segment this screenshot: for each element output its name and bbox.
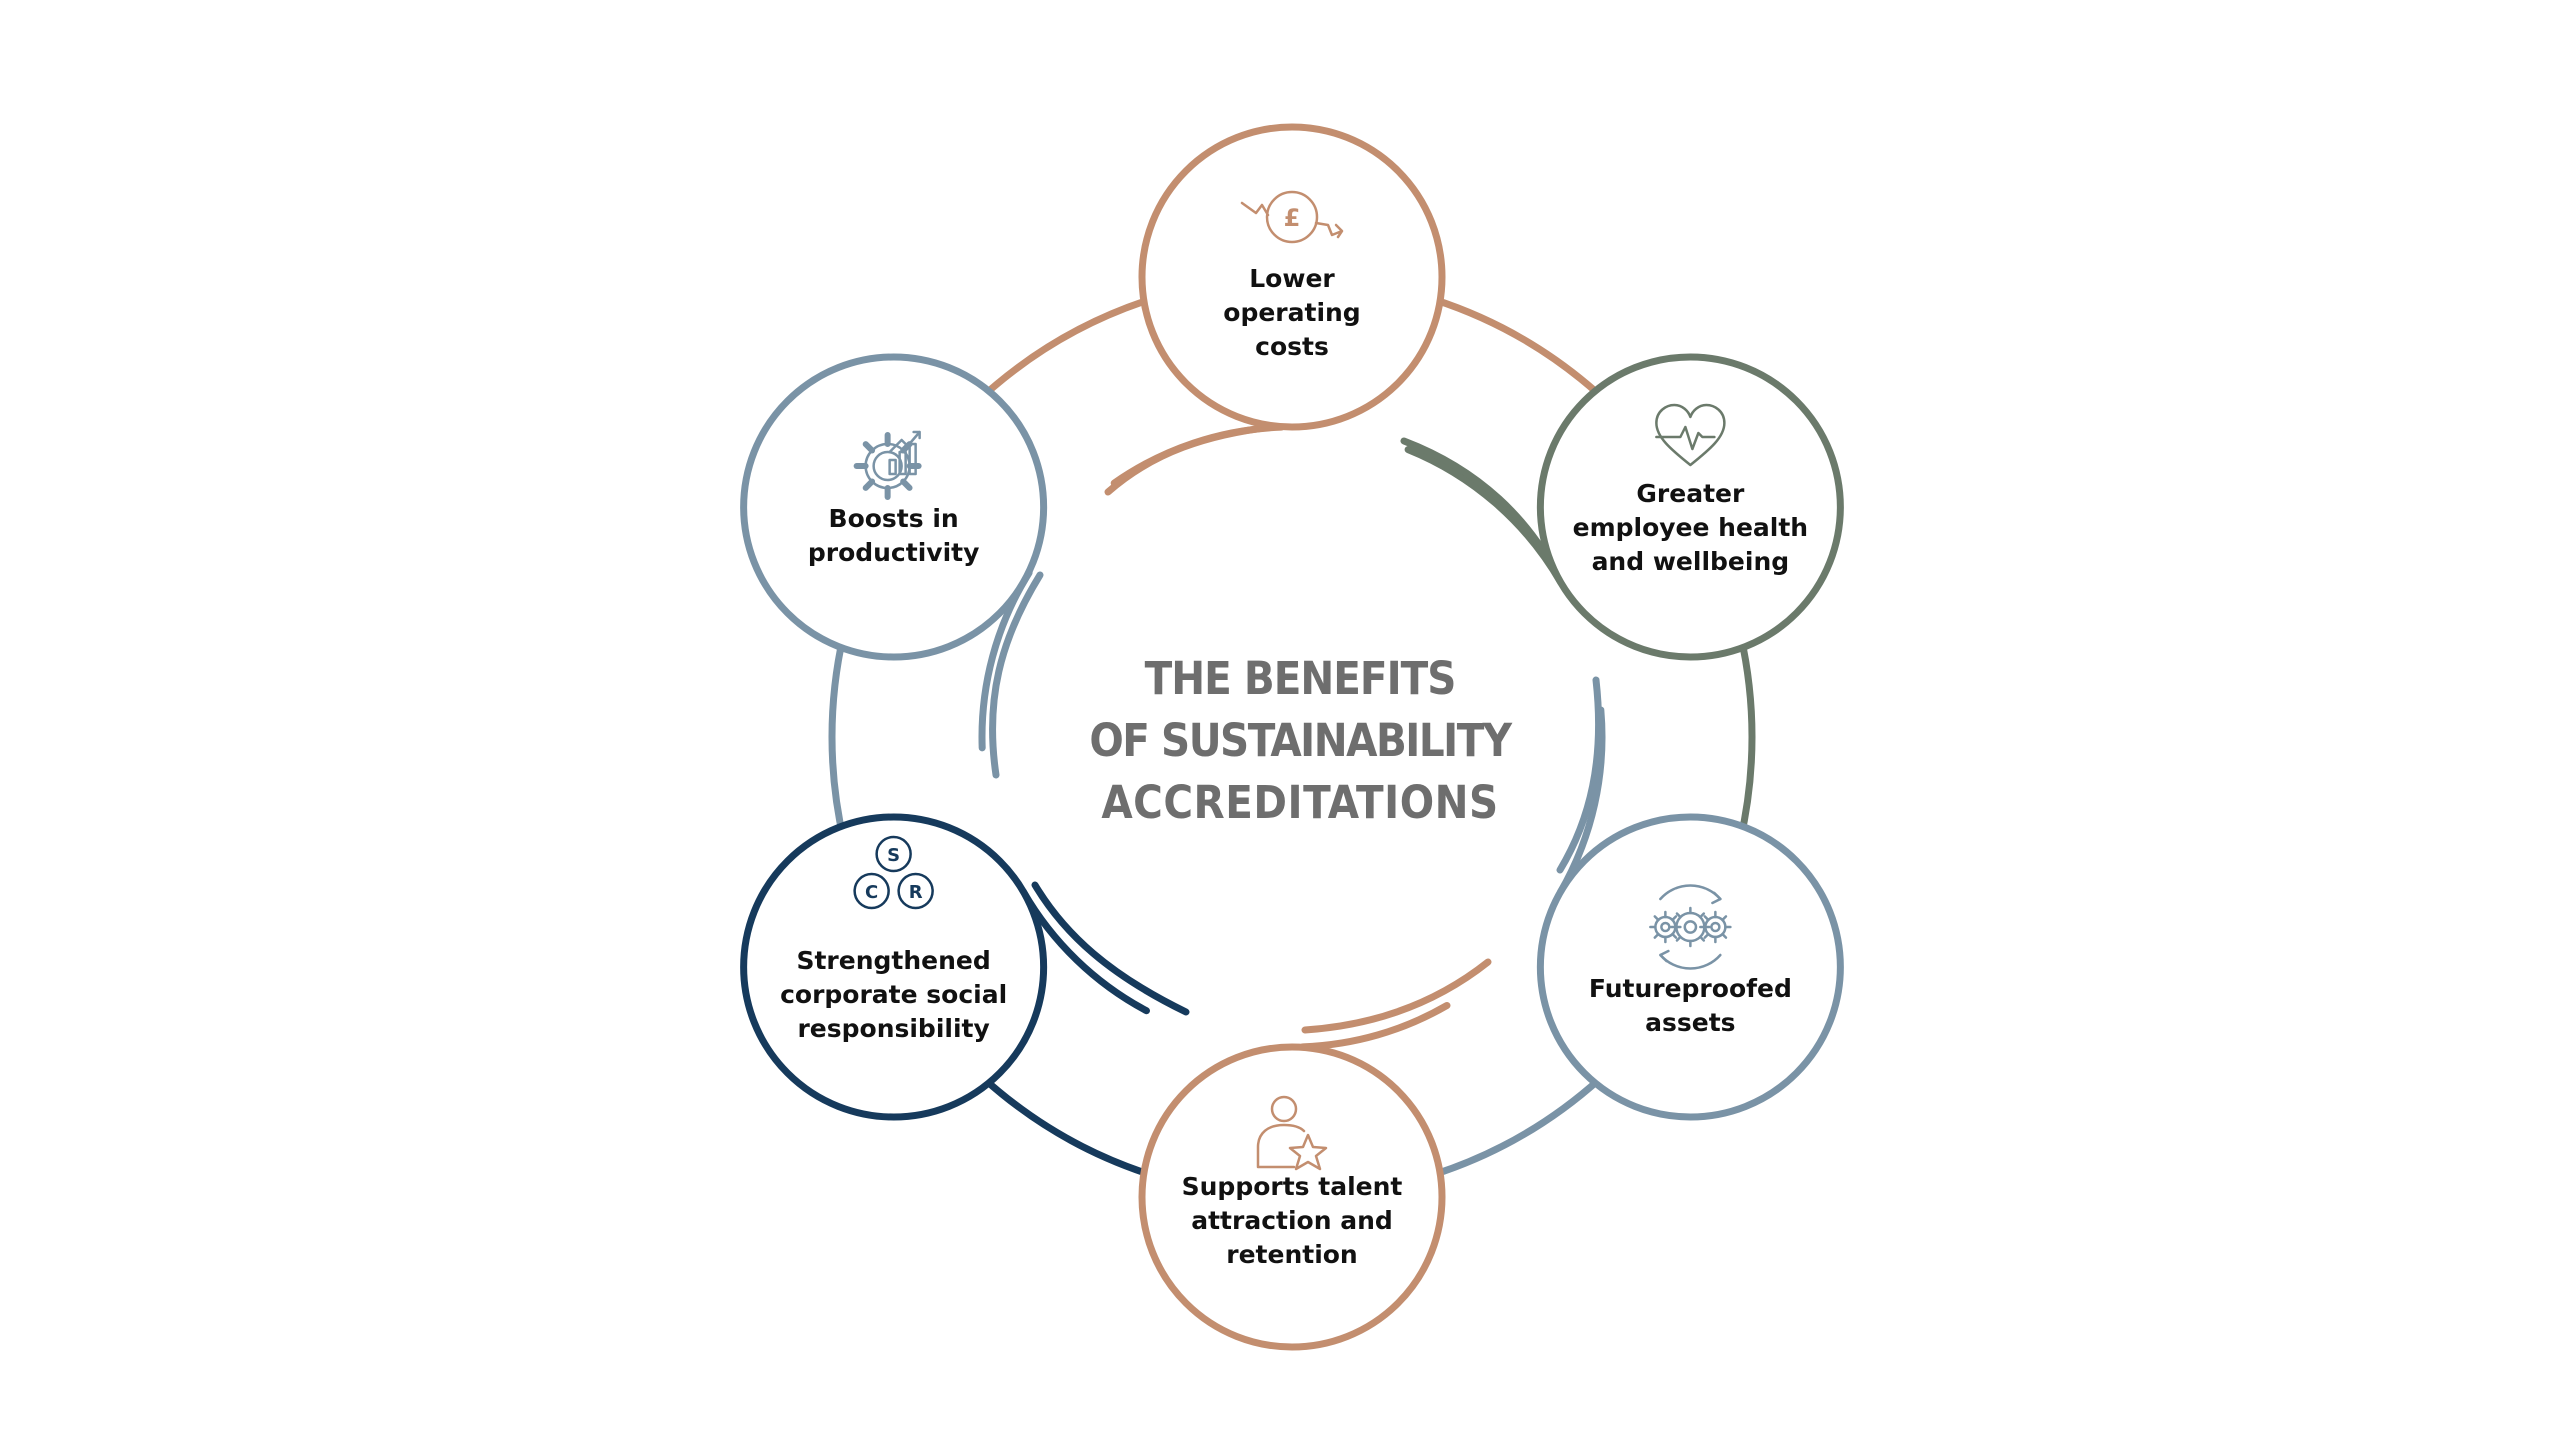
title-line-3: ACCREDITATIONS bbox=[1101, 776, 1499, 829]
connector-tail bbox=[1301, 958, 1492, 1034]
node-label-line: Boosts in bbox=[828, 504, 959, 533]
inner-ring-arc bbox=[1110, 423, 1285, 487]
node-icons: £ SC R bbox=[853, 190, 1732, 1171]
connector-tail bbox=[1031, 881, 1190, 1016]
node-circles bbox=[740, 123, 1844, 1351]
connector-tail bbox=[989, 571, 1044, 779]
node-label-line: productivity bbox=[807, 538, 980, 567]
outer-ring-arc bbox=[1430, 1075, 1604, 1178]
node-circle-lower-operating-costs bbox=[1138, 123, 1446, 431]
svg-text:£: £ bbox=[1284, 204, 1301, 232]
gear-chart-icon bbox=[853, 430, 922, 500]
title-line-1: THE BENEFITS bbox=[1144, 652, 1457, 705]
node-label-line: retention bbox=[1226, 1240, 1358, 1269]
outer-ring-arc bbox=[980, 1075, 1154, 1178]
node-label-line: attraction and bbox=[1191, 1206, 1393, 1235]
node-label-line: costs bbox=[1255, 332, 1329, 361]
node-circle-futureproofed-assets bbox=[1536, 813, 1844, 1121]
person-star-icon bbox=[1256, 1095, 1328, 1171]
inner-ring-arc bbox=[1299, 1001, 1451, 1051]
node-circle-employee-health bbox=[1536, 353, 1844, 661]
node-label-futureproofed-assets: Futureproofed assets bbox=[1540, 972, 1840, 1040]
gears-cycle-icon bbox=[1649, 884, 1732, 970]
csr-letter: C bbox=[865, 882, 878, 903]
node-circle-corporate-social-responsibility bbox=[740, 813, 1048, 1121]
pound-coin-down-icon: £ bbox=[1240, 190, 1344, 244]
node-label-talent-attraction: Supports talent attraction and retention bbox=[1142, 1170, 1442, 1272]
outer-ring-arc bbox=[1430, 296, 1604, 399]
outer-ring-arc bbox=[980, 296, 1154, 399]
node-label-line: responsibility bbox=[797, 1014, 990, 1043]
node-label-corporate-social-responsibility: Strengthened corporate social responsibili… bbox=[744, 944, 1044, 1046]
node-label-line: Supports talent bbox=[1181, 1172, 1403, 1201]
node-circle-talent-attraction bbox=[1138, 1043, 1446, 1351]
node-label-line: operating bbox=[1223, 298, 1361, 327]
node-label-line: and wellbeing bbox=[1591, 547, 1790, 576]
node-label-productivity: Boosts in productivity bbox=[744, 502, 1044, 570]
diagram-title: THE BENEFITS OF SUSTAINABILITY ACCREDITA… bbox=[1080, 648, 1520, 834]
node-label-line: corporate social bbox=[780, 980, 1008, 1009]
heart-pulse-icon bbox=[1655, 403, 1726, 467]
node-label-line: assets bbox=[1645, 1008, 1736, 1037]
node-circle-productivity bbox=[740, 353, 1048, 661]
csr-letter: S bbox=[887, 845, 900, 866]
connector-tail bbox=[1104, 421, 1296, 496]
node-label-line: Greater bbox=[1636, 479, 1745, 508]
node-label-line: Lower bbox=[1249, 264, 1335, 293]
node-label-line: employee health bbox=[1572, 513, 1809, 542]
csr-letter: R bbox=[909, 882, 923, 903]
node-label-line: Strengthened bbox=[796, 946, 991, 975]
node-label-line: Futureproofed bbox=[1588, 974, 1792, 1003]
node-label-lower-operating-costs: Lower operating costs bbox=[1142, 262, 1442, 364]
node-label-employee-health: Greater employee health and wellbeing bbox=[1540, 477, 1840, 579]
csr-circles-icon: SC R bbox=[853, 835, 934, 910]
connector-tail bbox=[1556, 676, 1603, 874]
outer-ring-arc bbox=[1736, 630, 1756, 844]
outer-ring-arc bbox=[828, 630, 848, 844]
title-line-2: OF SUSTAINABILITY bbox=[1089, 714, 1512, 767]
